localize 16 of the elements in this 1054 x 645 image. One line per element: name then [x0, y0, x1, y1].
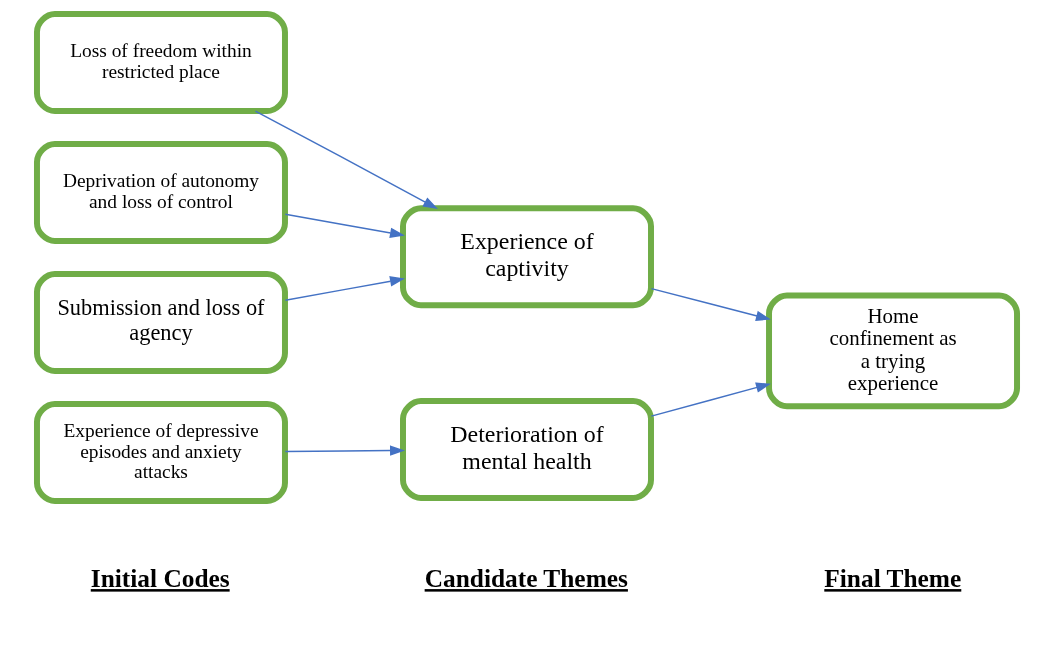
arrow — [650, 382, 771, 417]
arrow — [254, 110, 438, 210]
arrow — [650, 287, 771, 321]
node-box: Deprivation of autonomy and loss of control — [34, 141, 288, 245]
arrow — [284, 276, 405, 301]
node-box: Loss of freedom within restricted place — [34, 11, 288, 115]
node-box: Deterioration of mental health — [400, 397, 654, 502]
arrow — [284, 445, 405, 456]
arrow — [284, 213, 405, 238]
label: Initial Codes — [90, 564, 230, 593]
node-box: Experience of captivity — [400, 205, 654, 309]
label: Final Theme — [824, 564, 962, 593]
node-box: Home confinement as a trying experience — [766, 292, 1020, 410]
node-box: Submission and loss of agency — [34, 270, 288, 375]
label: Candidate Themes — [424, 564, 628, 593]
node-box: Experience of depressive episodes and anxiety attacks — [34, 400, 288, 504]
